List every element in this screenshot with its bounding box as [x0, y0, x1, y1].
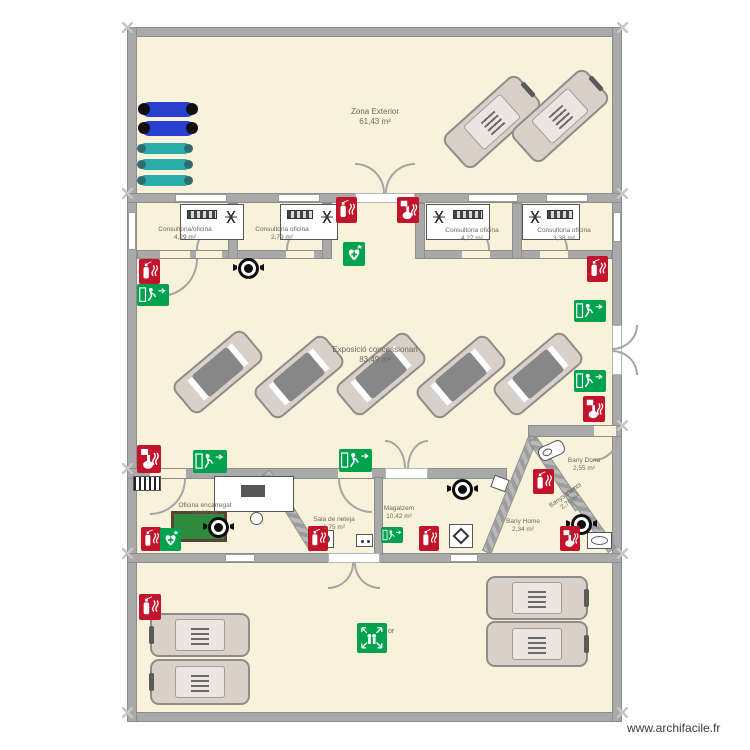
desk-unit[interactable] [426, 204, 490, 240]
exit-sign-icon[interactable] [574, 300, 606, 322]
exit-sign-icon[interactable] [381, 527, 403, 543]
radiator[interactable] [133, 476, 161, 491]
bicycle[interactable] [137, 143, 193, 154]
floor-drain[interactable] [449, 524, 473, 548]
fire-extinguisher-sign-icon[interactable] [141, 527, 161, 551]
car[interactable] [149, 659, 250, 705]
room-label-consultoria1: Consultoria/oficina 4,29 m² [158, 226, 212, 241]
room-label-bany-dona: Bany Dona 2,55 m² [567, 457, 601, 472]
window[interactable] [175, 194, 227, 202]
fan-icon [321, 211, 333, 223]
desk-unit[interactable] [280, 204, 338, 240]
corner-mark [122, 707, 133, 718]
fire-extinguisher-sign-icon[interactable] [587, 256, 608, 282]
fire-extinguisher-sign-icon[interactable] [419, 526, 439, 551]
room-label-sala-neteja: Sala de neteja 1,75 m² [313, 516, 355, 531]
camera-icon[interactable] [208, 517, 229, 538]
wall-top[interactable] [127, 27, 622, 37]
corner-mark [122, 188, 133, 199]
door-gap [160, 251, 190, 258]
door-gap [594, 426, 616, 436]
window[interactable] [278, 194, 320, 202]
exit-sign-icon[interactable] [137, 284, 169, 306]
chair[interactable] [250, 512, 263, 525]
car[interactable] [149, 613, 250, 657]
window[interactable] [546, 194, 588, 202]
room-label-consultoria3: Consultoria oficina 4,27 m² [445, 227, 499, 242]
fire-extinguisher-sign-icon[interactable] [139, 594, 161, 620]
corner-mark [617, 188, 628, 199]
fire-extinguisher-sign-icon[interactable] [533, 469, 554, 494]
wall-v3[interactable] [415, 203, 425, 259]
desk-unit[interactable] [180, 204, 244, 240]
fire-extinguisher-sign-icon[interactable] [336, 197, 357, 223]
door-arc[interactable] [612, 325, 638, 350]
wall-v4[interactable] [512, 203, 522, 259]
corner-mark [617, 548, 628, 559]
corner-mark [617, 707, 628, 718]
fire-alarm-sign-icon[interactable] [583, 396, 605, 422]
door-gap [286, 251, 314, 258]
double-door-frame-bottom[interactable] [328, 553, 380, 563]
fire-alarm-sign-icon[interactable] [137, 445, 161, 473]
double-door-frame-magatzem[interactable] [385, 468, 428, 479]
door-gap [540, 251, 568, 258]
window[interactable] [468, 194, 518, 202]
window[interactable] [225, 554, 255, 562]
fire-alarm-sign-icon[interactable] [560, 526, 580, 551]
exit-sign-icon[interactable] [574, 370, 606, 392]
corner-mark [122, 548, 133, 559]
room-label-exposicio: Exposició concessionari 83,49 m² [332, 345, 418, 364]
camera-icon[interactable] [452, 479, 473, 500]
desk-unit[interactable] [522, 204, 580, 240]
room-label-fragment: or [388, 628, 395, 635]
fire-extinguisher-sign-icon[interactable] [139, 259, 160, 284]
motorcycle[interactable] [138, 102, 198, 117]
motorcycle[interactable] [138, 121, 198, 136]
door-gap [150, 469, 186, 478]
office-desk[interactable] [214, 476, 294, 512]
room-label-consultoria2: Consultoria oficina 2,79 m² [255, 226, 309, 241]
corner-mark [122, 463, 133, 474]
aed-sign-icon[interactable] [160, 528, 181, 551]
exit-sign-icon[interactable] [193, 450, 227, 473]
corner-mark [617, 420, 628, 431]
car[interactable] [486, 621, 589, 667]
fan-icon [433, 211, 445, 223]
fan-icon [529, 211, 541, 223]
wall-left[interactable] [127, 27, 137, 722]
corner-mark [617, 22, 628, 33]
fire-extinguisher-sign-icon[interactable] [308, 526, 328, 551]
washbasin[interactable] [587, 532, 612, 549]
corner-mark [122, 22, 133, 33]
door-gap [196, 251, 222, 258]
window[interactable] [128, 212, 136, 250]
door-gap [338, 469, 372, 478]
bicycle[interactable] [137, 159, 193, 170]
car[interactable] [486, 576, 589, 620]
fan-icon [225, 211, 237, 223]
fire-alarm-sign-icon[interactable] [397, 197, 419, 223]
bicycle[interactable] [137, 175, 193, 186]
aed-sign-icon[interactable] [343, 242, 365, 266]
door-arc[interactable] [612, 350, 638, 375]
wall-outlet[interactable] [356, 534, 373, 547]
assembly-point-sign-icon[interactable] [357, 623, 387, 653]
window[interactable] [450, 554, 478, 562]
room-label-magatzem: Magatzem 10,42 m² [383, 505, 415, 520]
room-label-consultoria4: Consultoria oficina 3,38 m² [537, 227, 591, 242]
room-label-zona-exterior: Zona Exterior 61,43 m² [350, 107, 400, 126]
watermark: www.archifacile.fr [627, 721, 721, 735]
room-label-oficina-encarregat: Oficina encarregat 10,02 m² [178, 502, 232, 517]
camera-icon[interactable] [238, 258, 259, 279]
door-gap [462, 251, 490, 258]
room-label-bany-home: Bany Home 2,34 m² [506, 518, 540, 533]
wall-bottom[interactable] [127, 712, 622, 722]
window[interactable] [613, 212, 621, 242]
exit-sign-icon[interactable] [339, 449, 372, 472]
